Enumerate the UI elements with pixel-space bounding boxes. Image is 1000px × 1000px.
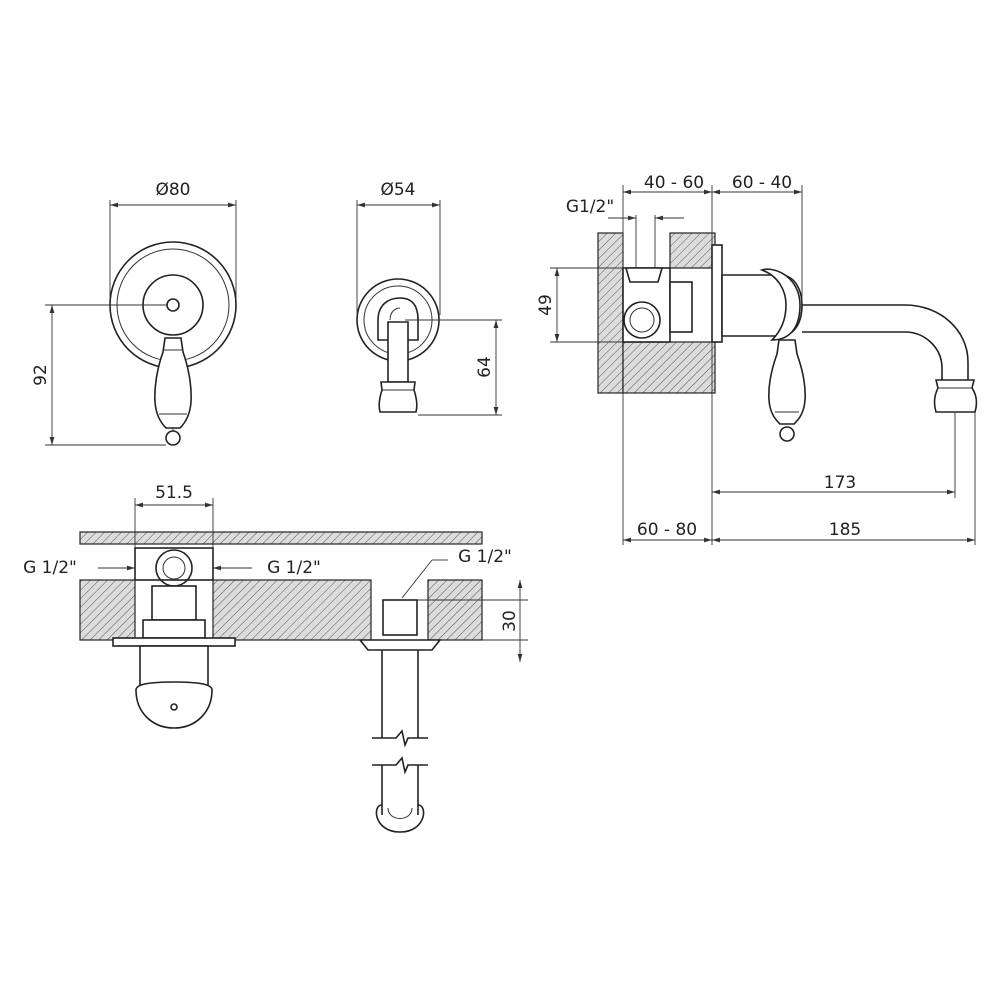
dim-plan-30: 30	[500, 610, 520, 632]
plan-wall-right	[427, 579, 483, 641]
handle-cap	[759, 268, 801, 341]
wall-plate-side	[711, 244, 723, 343]
valve-inlet-ring	[623, 301, 661, 339]
plan-top-strip	[79, 531, 483, 545]
spout-outlet-side	[933, 379, 978, 413]
dim-plan-g12-left: G 1/2"	[23, 558, 77, 578]
dim-plan-51-5: 51.5	[155, 483, 193, 503]
valve-top-inlet	[624, 267, 664, 283]
wall-section-left	[597, 232, 624, 394]
side-section-view: 40 - 60 60 - 40 G1/2" 49 173 60 - 80 185	[536, 173, 978, 545]
plan-valve-stem	[151, 585, 197, 621]
cartridge	[669, 281, 693, 333]
plan-valve-body	[134, 547, 214, 581]
mixer-lever	[154, 337, 192, 429]
dim-40-60: 40 - 60	[644, 173, 704, 193]
dim-60-40: 60 - 40	[732, 173, 792, 193]
spout-pipe-side	[802, 304, 969, 380]
front-view-spout: Ø54 64	[356, 180, 502, 416]
plan-wall-left	[79, 579, 136, 641]
spout-outlet-front	[378, 381, 418, 413]
plan-spout-end	[375, 804, 425, 833]
dim-plan-g12-right: G 1/2"	[267, 558, 321, 578]
wall-section-top	[669, 232, 716, 269]
plan-cartridge	[142, 619, 206, 639]
dim-spout-height: 64	[475, 356, 495, 378]
spout-body-front	[387, 321, 409, 383]
lever-tip	[165, 430, 181, 446]
plan-spout-connector	[382, 599, 418, 636]
mixer-spindle	[166, 298, 180, 312]
plan-wall-middle	[212, 579, 372, 641]
lever-side-tip	[779, 426, 795, 442]
dim-side-60-80: 60 - 80	[637, 520, 697, 540]
plan-spout-rosette	[358, 639, 442, 651]
dim-side-49: 49	[536, 294, 556, 316]
dim-plan-g12-spout: G 1/2"	[458, 547, 512, 567]
plan-handle-body	[139, 645, 209, 689]
plan-wall-plate	[112, 637, 236, 647]
dim-side-173: 173	[824, 473, 856, 493]
front-view-mixer: Ø80 92	[31, 180, 237, 446]
dim-plate-diameter: Ø80	[155, 180, 190, 200]
plan-view: 51.5 G 1/2" G 1/2" G 1/2" 30	[23, 483, 528, 833]
dim-spout-diameter: Ø54	[380, 180, 415, 200]
lever-side	[768, 339, 806, 425]
wall-section-bottom	[622, 341, 716, 394]
dim-side-185: 185	[829, 520, 861, 540]
dim-side-g12: G1/2"	[566, 197, 614, 217]
dim-plate-height: 92	[31, 364, 51, 386]
